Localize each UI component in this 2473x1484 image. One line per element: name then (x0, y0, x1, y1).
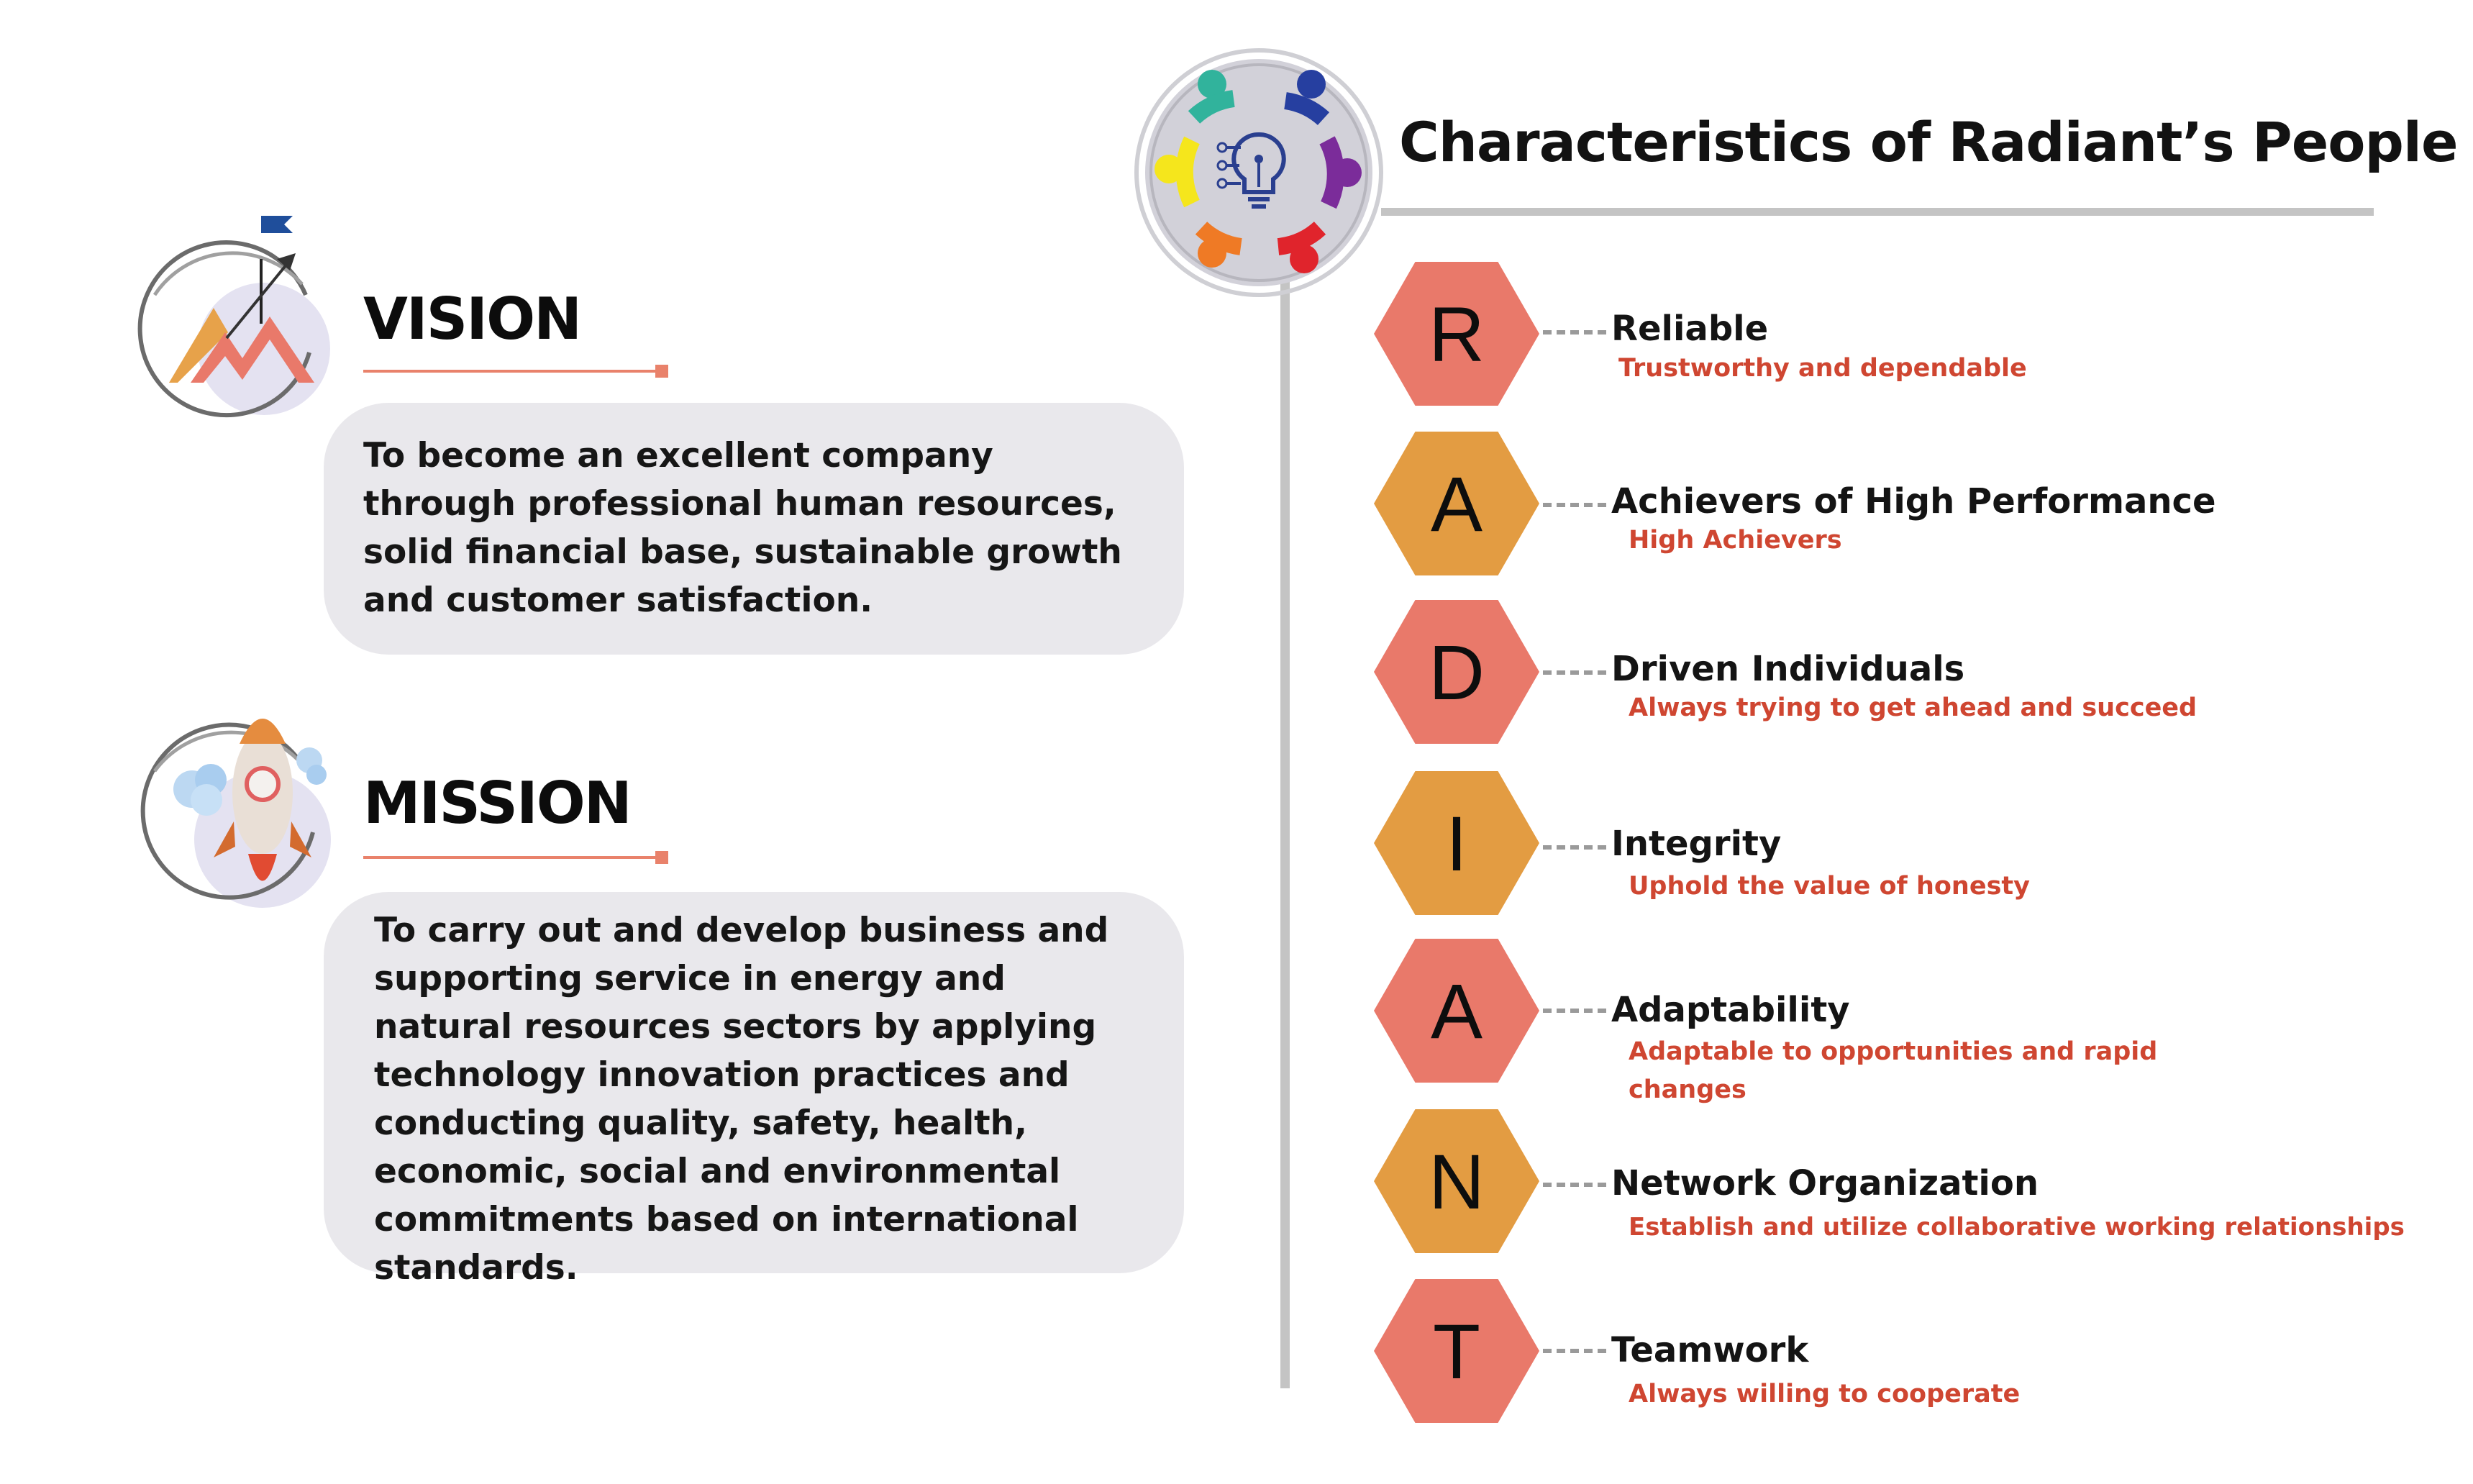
characteristic-name-teamwork: Teamwork (1611, 1330, 1809, 1370)
characteristic-name-integrity: Integrity (1611, 824, 1782, 864)
connector-line (1543, 330, 1606, 334)
hexagon-letter-a: A (1374, 939, 1539, 1083)
connector-line (1543, 670, 1606, 675)
characteristic-name-driven: Driven Individuals (1611, 649, 1965, 689)
mission-text: To carry out and develop business and su… (374, 911, 1109, 1288)
connector-line (1543, 845, 1606, 850)
rocket-launch-icon (140, 719, 331, 908)
mission-title-underline (363, 851, 668, 864)
hexagon-letter-n: N (1374, 1109, 1539, 1253)
connector-line (1543, 1349, 1606, 1353)
characteristic-description-achievers: High Achievers (1629, 526, 1842, 555)
mission-card: To carry out and develop business and su… (324, 892, 1184, 1288)
hexagon-letter-a: A (1374, 432, 1539, 575)
vision-title: VISION (363, 286, 582, 352)
connector-line (1543, 1009, 1606, 1013)
vision-card: To become an excellent company through p… (324, 403, 1184, 655)
characteristics-title: Characteristics of Radiant’s People (1399, 110, 2458, 174)
team-lightbulb-icon (1134, 48, 1383, 297)
mountain-peak-flag-icon (137, 216, 330, 418)
vision-text: To become an excellent company through p… (363, 436, 1122, 620)
characteristic-name-network: Network Organization (1611, 1163, 2039, 1203)
title-underline (1381, 208, 2374, 216)
mission-title: MISSION (363, 770, 632, 837)
hexagon-letter-d: D (1374, 600, 1539, 744)
characteristic-name-adaptability: Adaptability (1611, 990, 1850, 1030)
connector-line (1543, 1183, 1606, 1187)
characteristic-description-integrity: Uphold the value of honesty (1629, 872, 2030, 901)
vision-title-underline (363, 365, 668, 378)
characteristic-description-network: Establish and utilize collaborative work… (1629, 1213, 2405, 1242)
characteristic-name-achievers: Achievers of High Performance (1611, 481, 2216, 522)
hexagon-letter-r: R (1374, 262, 1539, 406)
characteristic-description-driven: Always trying to get ahead and succeed (1629, 693, 2198, 722)
characteristic-description-adaptability: Adaptable to opportunities and rapid cha… (1629, 1037, 2158, 1104)
characteristic-description-reliable: Trustworthy and dependable (1618, 354, 2027, 383)
characteristic-name-reliable: Reliable (1611, 309, 1769, 349)
hexagon-letter-t: T (1374, 1279, 1539, 1423)
hexagon-letter-i: I (1374, 771, 1539, 915)
connector-line (1543, 503, 1606, 507)
characteristic-description-teamwork: Always willing to cooperate (1629, 1380, 2021, 1408)
vertical-divider (1280, 252, 1290, 1388)
